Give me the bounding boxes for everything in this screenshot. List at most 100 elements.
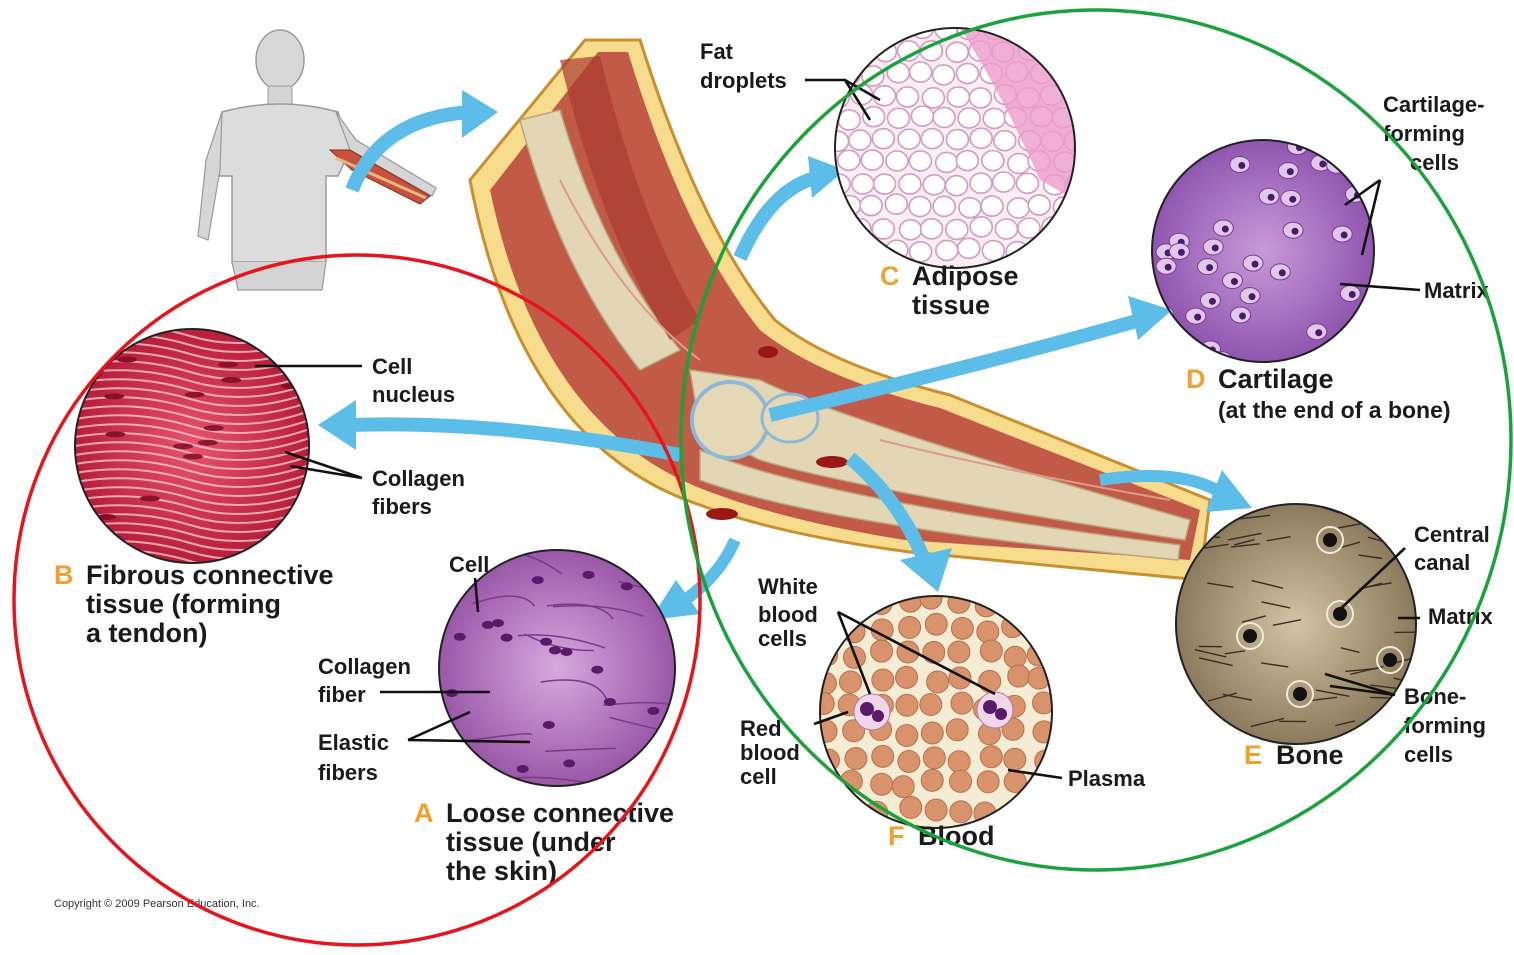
rbc-texture <box>839 797 861 819</box>
nucleus-texture <box>140 495 160 501</box>
chondrocyte-texture <box>1212 244 1219 251</box>
adipocyte-texture <box>860 196 882 216</box>
cell-texture <box>549 646 561 654</box>
rbc-texture <box>817 775 839 797</box>
rbc-texture <box>923 641 945 663</box>
adipocyte-texture <box>873 86 895 106</box>
rbc-texture <box>946 719 968 741</box>
wbc-nucleus-texture <box>995 708 1007 720</box>
adipocyte-texture <box>921 129 943 149</box>
chondrocyte-texture <box>1187 145 1194 152</box>
canal-texture <box>1243 629 1257 643</box>
adipocyte-texture <box>983 108 1005 128</box>
adipocyte-texture <box>958 108 980 128</box>
adipocyte-texture <box>946 176 968 196</box>
chondrocyte-texture <box>1239 313 1246 320</box>
adipocyte-texture <box>1030 242 1052 262</box>
adipocyte-texture <box>900 220 922 240</box>
adipocyte-texture <box>1078 20 1100 40</box>
nucleus-texture <box>185 392 205 398</box>
wbc-nucleus-texture <box>872 710 884 722</box>
rbc-texture <box>872 745 894 767</box>
label-collagen-fibers-b: Collagen fibers <box>372 466 471 519</box>
adipocyte-texture <box>888 108 910 128</box>
chondrocyte-texture <box>1341 232 1348 239</box>
adipocyte-texture <box>827 131 849 151</box>
lacuna-texture <box>1153 142 1173 158</box>
arrow-to-adipose <box>740 156 845 258</box>
adipocyte-texture <box>872 219 894 239</box>
chondrocyte-texture <box>1349 291 1356 298</box>
adipocyte-texture <box>848 41 870 61</box>
adipocyte-texture <box>838 110 860 130</box>
chondrocyte-texture <box>1279 269 1286 276</box>
rbc-texture <box>927 671 949 693</box>
copyright-notice: Copyright © 2009 Pearson Education, Inc. <box>54 898 260 910</box>
adipocyte-texture <box>1040 41 1062 61</box>
cell-texture <box>517 765 529 773</box>
rbc-texture <box>948 641 970 663</box>
nucleus-texture <box>277 531 297 537</box>
chondrocyte-texture <box>1289 196 1296 203</box>
chondrocyte-texture <box>1287 168 1294 175</box>
adipocyte-texture <box>1007 198 1029 218</box>
rbc-texture <box>1034 618 1056 640</box>
nucleus-texture <box>105 431 125 437</box>
fiber-texture <box>461 788 544 797</box>
rbc-texture <box>871 773 893 795</box>
chondrocyte-texture <box>1178 249 1185 256</box>
rbc-texture <box>839 671 861 693</box>
adipocyte-texture <box>898 129 920 149</box>
label-central-canal: Central canal <box>1414 522 1496 575</box>
adipocyte-texture <box>956 64 978 84</box>
chondrocyte-texture <box>1206 264 1213 271</box>
adipocyte-texture <box>959 198 981 218</box>
adipocyte-texture <box>909 151 931 171</box>
adipocyte-texture <box>1028 19 1050 39</box>
adipocyte-texture <box>838 240 860 260</box>
rbc-texture <box>1002 590 1024 612</box>
rbc-texture <box>925 799 947 821</box>
rbc-texture <box>1004 748 1026 770</box>
label-plasma: Plasma <box>1068 766 1146 791</box>
canal-texture <box>1323 533 1337 547</box>
rbc-texture <box>1027 644 1049 666</box>
adipocyte-texture <box>872 129 894 149</box>
chondrocyte-texture <box>1162 182 1169 189</box>
adipocyte-texture <box>995 219 1017 239</box>
adipocyte-texture <box>982 241 1004 261</box>
chondrocyte-texture <box>1159 353 1166 360</box>
adipocyte-texture <box>1016 173 1038 193</box>
subtitle-tissue-d: (at the end of a bone) <box>1218 397 1451 423</box>
label-collagen-fiber-a: Collagen fiber <box>318 654 417 707</box>
adipocyte-texture <box>947 87 969 107</box>
adipocyte-texture <box>981 196 1003 216</box>
adipocyte-texture <box>946 42 968 62</box>
label-cell-a: Cell <box>449 552 489 577</box>
adipocyte-texture <box>1052 19 1074 39</box>
rbc-texture <box>900 796 922 818</box>
cell-texture <box>501 634 513 642</box>
rbc-texture <box>896 666 918 688</box>
cell-texture <box>560 648 572 656</box>
rbc-texture <box>921 722 943 744</box>
rbc-texture <box>871 640 893 662</box>
rbc-texture <box>920 587 942 609</box>
adipocyte-texture <box>886 151 908 171</box>
rbc-texture <box>1004 646 1026 668</box>
rbc-texture <box>950 770 972 792</box>
rbc-texture <box>977 771 999 793</box>
cell-texture <box>467 758 479 766</box>
adipocyte-texture <box>1076 64 1098 84</box>
rbc-texture <box>925 613 947 635</box>
adipocyte-texture <box>910 62 932 82</box>
rbc-texture <box>951 617 973 639</box>
adipocyte-texture <box>1028 195 1050 215</box>
adipocyte-texture <box>910 242 932 262</box>
rbc-texture <box>872 669 894 691</box>
rbc-texture <box>896 694 918 716</box>
label-white-blood-cells: White blood cells <box>758 574 824 651</box>
rbc-texture <box>975 595 997 617</box>
adipocyte-texture <box>897 87 919 107</box>
